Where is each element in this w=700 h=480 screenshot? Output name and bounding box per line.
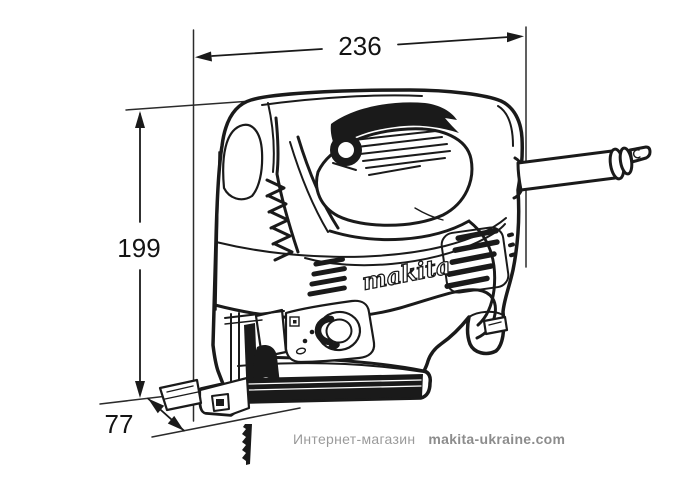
dim-width-line-right xyxy=(397,36,510,46)
arrowhead-up-icon xyxy=(135,111,145,128)
arrowhead-down-icon xyxy=(135,381,145,398)
dimension-height: 199 xyxy=(117,111,161,398)
extension-line-top xyxy=(125,99,260,111)
dimension-width: 236 xyxy=(195,31,524,62)
gear-housing-tower xyxy=(215,102,300,311)
panel-dots xyxy=(302,321,323,344)
arrowhead-left-icon xyxy=(195,51,212,62)
rear-edge-ticks xyxy=(507,232,516,258)
base-plate xyxy=(158,362,431,417)
speed-dial-knob xyxy=(325,318,353,344)
corner-notch-fill xyxy=(216,399,224,406)
cord-end-mark xyxy=(632,149,641,159)
tower-dome-inset xyxy=(222,123,264,201)
dim-width-line-left xyxy=(211,48,323,57)
handle-inner-hatching xyxy=(353,130,451,176)
corner-notch xyxy=(211,393,230,412)
handle-top-swoosh xyxy=(330,102,459,149)
lock-button-mark xyxy=(332,162,357,171)
watermark-site: makita-ukraine.com xyxy=(428,431,566,447)
cord-tube xyxy=(516,149,618,192)
dim-height-value: 199 xyxy=(117,233,160,263)
speed-dial-crescent xyxy=(314,315,335,346)
tower-right-edge xyxy=(274,116,300,254)
tower-left-inner-line xyxy=(215,151,220,311)
vent-slots-right-icon xyxy=(444,228,500,289)
arrowhead-right-icon xyxy=(507,32,524,43)
rear-foot xyxy=(468,310,509,336)
vent-slots-left-icon xyxy=(307,256,347,297)
grip-rear-edge xyxy=(468,220,497,327)
extension-lines xyxy=(99,26,527,438)
rear-foot-notch xyxy=(482,315,509,336)
grip-chevrons-icon xyxy=(265,178,294,262)
base-bottom-edge xyxy=(248,371,431,403)
rear-inner-edge xyxy=(497,105,514,147)
mechanism-crossbar xyxy=(224,310,285,319)
front-bracket-lines xyxy=(164,385,199,400)
rear-foot-notch-line xyxy=(488,321,502,326)
jigsaw-body: makita xyxy=(158,88,652,465)
base-top-edge xyxy=(237,362,425,373)
rear-foot-top xyxy=(468,310,504,318)
dim-width-value: 236 xyxy=(338,31,381,61)
speed-dial-mark xyxy=(328,342,340,350)
arrowhead-downright-icon xyxy=(167,415,184,431)
watermark: Интернет-магазин makita-ukraine.com xyxy=(293,431,565,447)
panel-square-dot xyxy=(293,320,297,324)
tower-inner-line xyxy=(267,102,275,173)
panel-oval-mark xyxy=(295,347,307,355)
watermark-store-label: Интернет-магазин xyxy=(293,431,416,447)
dimension-depth: 77 xyxy=(105,397,185,439)
grip-bottom-edge xyxy=(328,219,471,242)
grip-seam-tick xyxy=(414,207,444,221)
guide-rods xyxy=(230,312,240,392)
top-chamfer-line xyxy=(261,94,423,106)
panel-square-icon xyxy=(289,316,300,327)
switch-panel xyxy=(284,299,376,364)
vent-panel-right xyxy=(440,226,510,294)
saw-blade-icon xyxy=(242,424,252,465)
handle-front-edge-inner xyxy=(289,141,329,233)
lock-button-icon xyxy=(330,134,362,166)
extension-line-depth xyxy=(151,407,301,438)
dim-depth-value: 77 xyxy=(105,409,134,439)
power-cord xyxy=(512,145,652,200)
arrowhead-upleft-icon xyxy=(148,398,165,414)
cord-end xyxy=(628,145,652,164)
mechanism-crossbar-2 xyxy=(224,319,263,325)
handle-front-edge xyxy=(296,135,340,230)
